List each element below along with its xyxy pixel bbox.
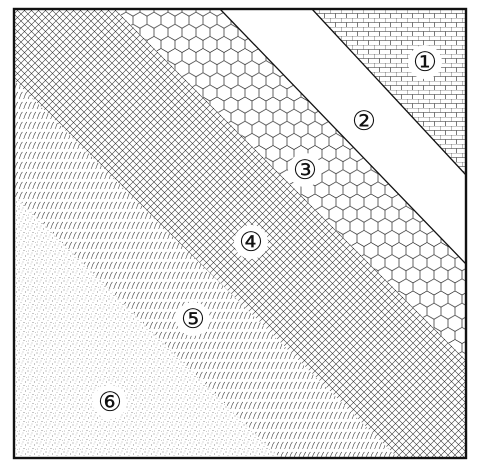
zone-label-5: ⑤ [176, 302, 210, 336]
zone-label-2: ② [347, 104, 381, 138]
zone-label-1: ① [408, 45, 442, 79]
zone-label-5-text: ⑤ [181, 304, 205, 334]
zone-label-3-text: ③ [293, 155, 317, 185]
zone-label-6-text: ⑥ [98, 387, 122, 417]
zone-label-6: ⑥ [93, 385, 127, 419]
zone-label-1-text: ① [413, 47, 437, 77]
zone-label-3: ③ [288, 153, 322, 187]
zone-label-4: ④ [234, 225, 268, 259]
zone-label-4-text: ④ [239, 227, 263, 257]
zone-label-2-text: ② [352, 106, 376, 136]
